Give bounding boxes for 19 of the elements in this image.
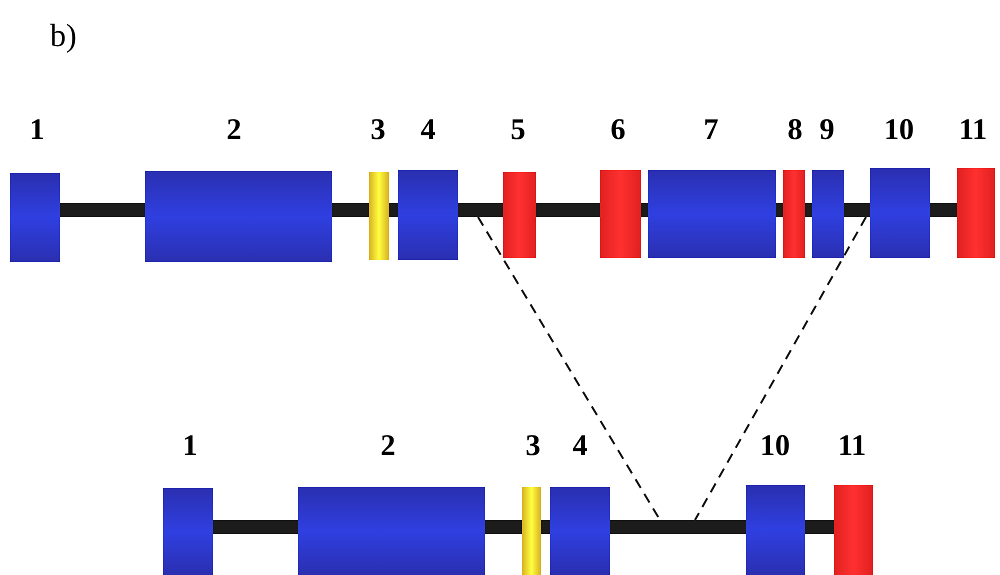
exon-number: 7 bbox=[704, 114, 718, 146]
exon-number: 8 bbox=[788, 114, 802, 146]
exon-number: 3 bbox=[526, 430, 540, 462]
exon-number: 11 bbox=[838, 430, 866, 462]
exon-number: 3 bbox=[370, 114, 386, 146]
exon-number: 9 bbox=[820, 114, 834, 146]
exon-number: 1 bbox=[182, 430, 198, 462]
exon-number: 4 bbox=[420, 114, 436, 146]
exon-number: 10 bbox=[760, 430, 790, 462]
exon-number: 2 bbox=[226, 114, 242, 146]
exon-number: 10 bbox=[884, 114, 914, 146]
exon-number: 1 bbox=[30, 114, 44, 146]
exon-number: 4 bbox=[572, 430, 588, 462]
exon-number: 2 bbox=[380, 430, 396, 462]
splice-line bbox=[694, 216, 867, 520]
exon-number: 6 bbox=[610, 114, 626, 146]
panel-label: b) bbox=[50, 18, 77, 52]
exon-number: 5 bbox=[510, 114, 526, 146]
exon-number: 11 bbox=[958, 114, 988, 146]
